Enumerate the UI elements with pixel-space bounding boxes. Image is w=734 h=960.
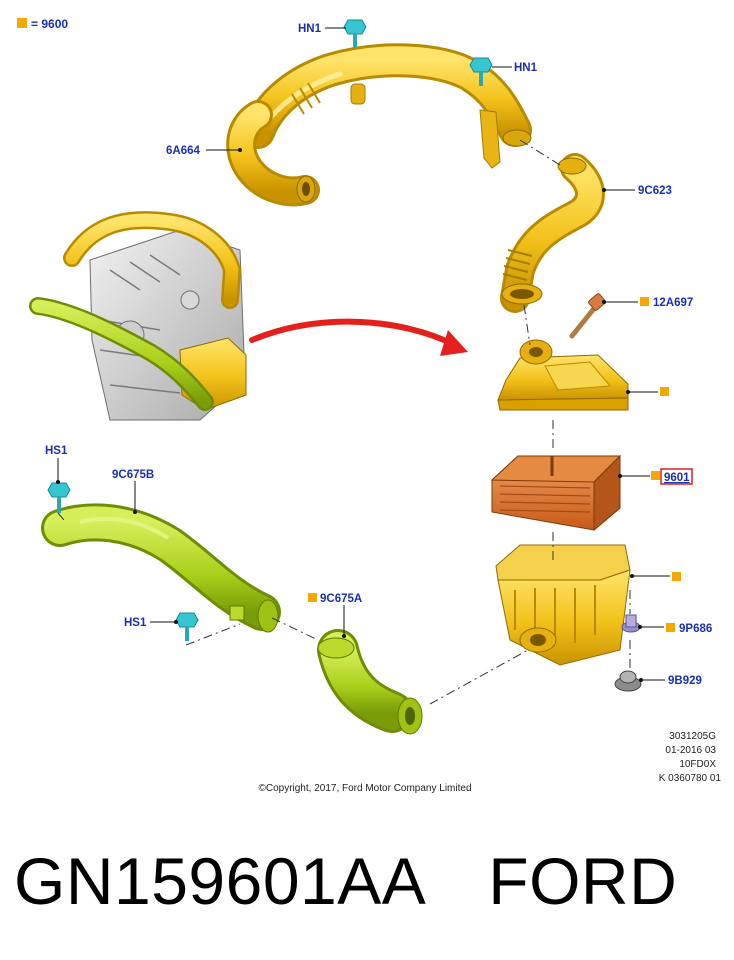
- part-number: GN159601AA: [14, 844, 427, 918]
- upper-air-duct: [226, 43, 532, 207]
- brand-name: FORD: [488, 844, 678, 918]
- callout-9c623: 9C623: [638, 185, 672, 197]
- fastener-hn1-top: [343, 19, 367, 48]
- grommet-9p686: [621, 614, 641, 633]
- fastener-hn1-right: [469, 57, 493, 86]
- callout-9p686: 9P686: [679, 623, 712, 635]
- sensor-12a697: [569, 293, 606, 339]
- engine-illustration: [29, 211, 247, 421]
- meta-line-2: 01-2016 03: [665, 745, 716, 756]
- swatch-9p686: [666, 623, 675, 632]
- callout-hn1-right: HN1: [514, 62, 538, 74]
- callout-12a697: 12A697: [653, 297, 693, 309]
- callout-hn1-top: HN1: [298, 23, 322, 35]
- legend-text: = 9600: [31, 17, 68, 31]
- callout-hs1-bottom: HS1: [124, 617, 147, 629]
- highlight-box-9601: [660, 468, 693, 485]
- callout-9c675a: 9C675A: [320, 593, 362, 605]
- part-number-caption: GN159601AA FORD: [14, 836, 724, 926]
- red-direction-arrow: [249, 318, 468, 356]
- callout-9601[interactable]: 9601: [664, 472, 690, 484]
- swatch-9601: [651, 471, 660, 480]
- swatch-9c675a: [308, 593, 317, 602]
- callout-6a664: 6A664: [166, 145, 200, 157]
- meta-line-4: K 0360780 01: [659, 773, 722, 784]
- air-duct-9c675b: [41, 503, 281, 633]
- swatch-housing: [672, 572, 681, 581]
- meta-line-3: 10FD0X: [679, 759, 716, 770]
- air-cleaner-housing: [495, 544, 631, 666]
- fastener-hs1-top: [47, 482, 71, 513]
- callout-hs1-top: HS1: [45, 445, 68, 457]
- air-hose-9c675a: [317, 629, 423, 735]
- fastener-hs1-bottom: [175, 612, 199, 641]
- copyright-text: ©Copyright, 2017, Ford Motor Company Lim…: [258, 783, 471, 794]
- callout-9b929: 9B929: [668, 675, 702, 687]
- parts-diagram: = 9600: [17, 17, 722, 794]
- callout-9c675b: 9C675B: [112, 469, 154, 481]
- legend-swatch: [17, 18, 27, 28]
- air-cleaner-cover: [497, 339, 629, 411]
- swatch-12a697: [640, 297, 649, 306]
- air-filter-element-9601: [490, 454, 622, 532]
- intake-hose-9c623: [500, 153, 605, 313]
- meta-line-1: 3031205G: [669, 731, 716, 742]
- swatch-cover: [660, 387, 669, 396]
- mount-9b929: [614, 670, 642, 692]
